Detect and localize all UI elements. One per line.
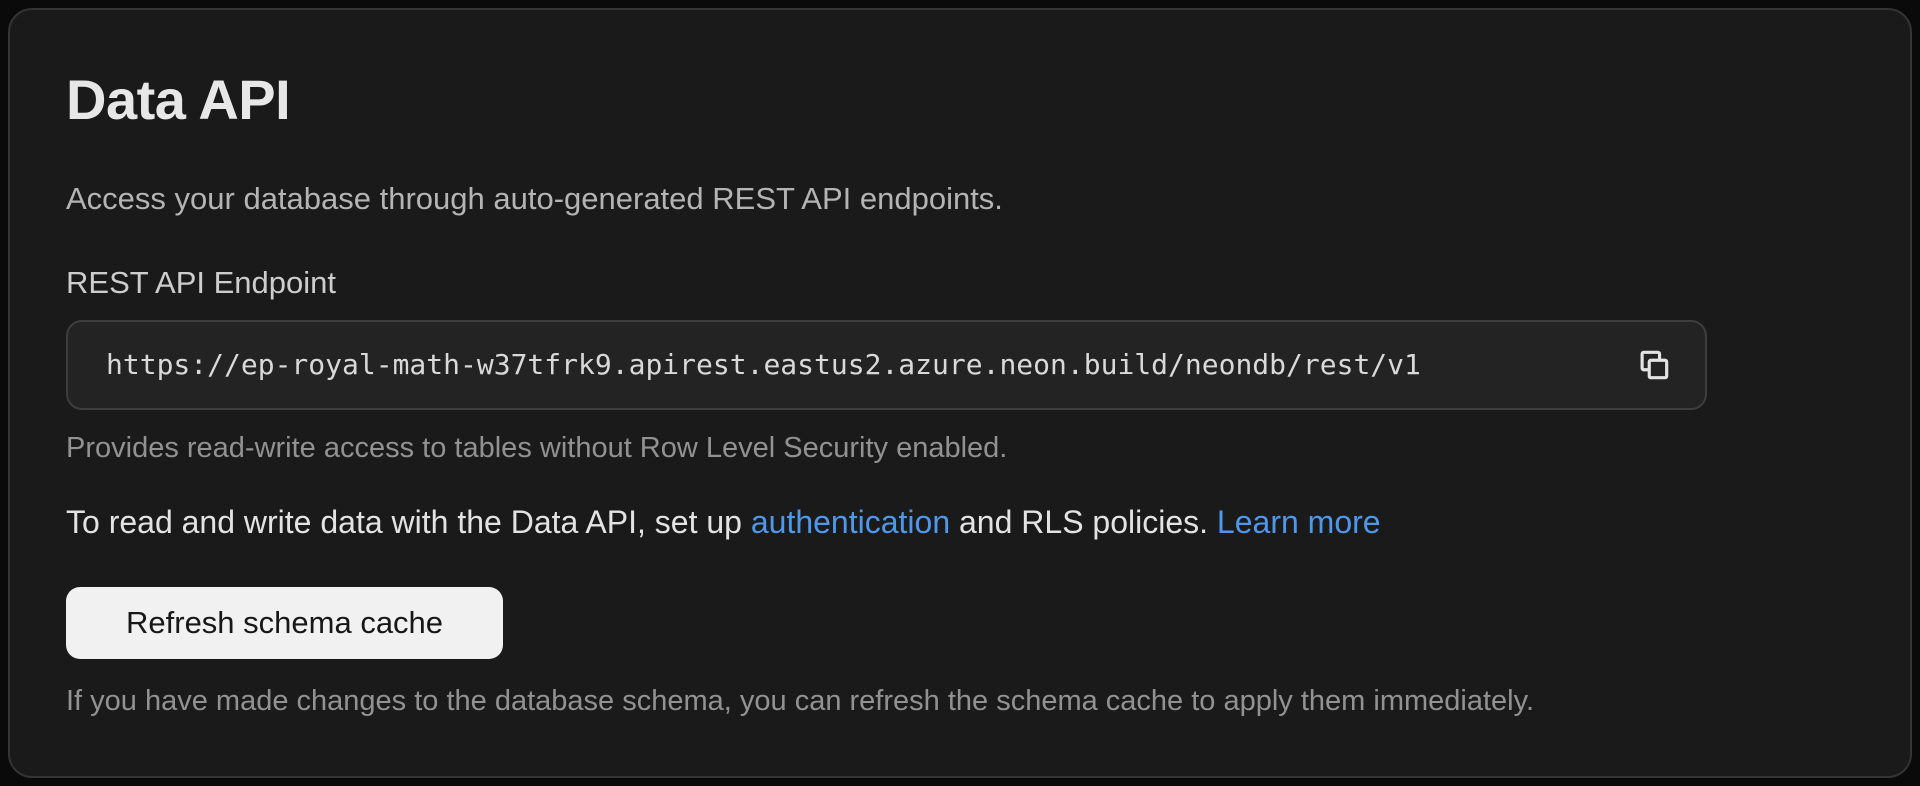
endpoint-label: REST API Endpoint [66, 264, 336, 300]
refresh-schema-cache-button[interactable]: Refresh schema cache [66, 586, 504, 659]
copy-endpoint-button[interactable] [1629, 340, 1679, 390]
card-description: Access your database through auto-genera… [66, 181, 1003, 217]
endpoint-field: https://ep-royal-math-w37tfrk9.apirest.e… [66, 319, 1707, 410]
endpoint-helper-text: Provides read-write access to tables wit… [66, 431, 1008, 464]
copy-icon [1635, 346, 1673, 384]
authentication-link[interactable]: authentication [750, 503, 951, 540]
refresh-helper-text: If you have made changes to the database… [66, 684, 1535, 717]
rls-note: To read and write data with the Data API… [66, 500, 1854, 545]
data-api-card: Data API Access your database through au… [8, 8, 1912, 778]
learn-more-link[interactable]: Learn more [1216, 503, 1381, 540]
rls-note-middle: and RLS policies. [950, 503, 1217, 540]
rls-note-prefix: To read and write data with the Data API… [66, 503, 751, 540]
page-title: Data API [66, 68, 291, 131]
endpoint-url: https://ep-royal-math-w37tfrk9.apirest.e… [106, 348, 1421, 382]
